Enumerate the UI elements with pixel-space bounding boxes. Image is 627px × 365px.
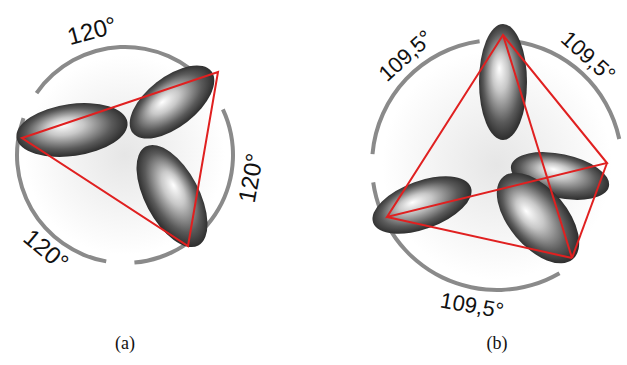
- angle-arcs: [15, 45, 235, 265]
- tetrahedron: [387, 35, 607, 258]
- orbital-lobe: [122, 134, 222, 258]
- tetrahedron-edge: [572, 163, 607, 258]
- sp3-orbital: [365, 24, 614, 278]
- tetrahedron-edge: [503, 35, 572, 258]
- triangle: [22, 72, 218, 246]
- angle-label: 120°: [235, 151, 267, 204]
- angle-label: 109,5°: [439, 290, 506, 323]
- subfigure-caption: (a): [115, 334, 135, 352]
- tetrahedron-face: [387, 35, 607, 217]
- subfigure-caption: (b): [487, 334, 508, 352]
- orbital-lobe: [117, 52, 227, 153]
- angle-label: 120°: [65, 13, 119, 49]
- orbital-lobe: [481, 158, 595, 278]
- sp2-orbital: [13, 52, 227, 259]
- tetrahedron-edge: [387, 217, 572, 258]
- orbital-lobe: [479, 24, 527, 140]
